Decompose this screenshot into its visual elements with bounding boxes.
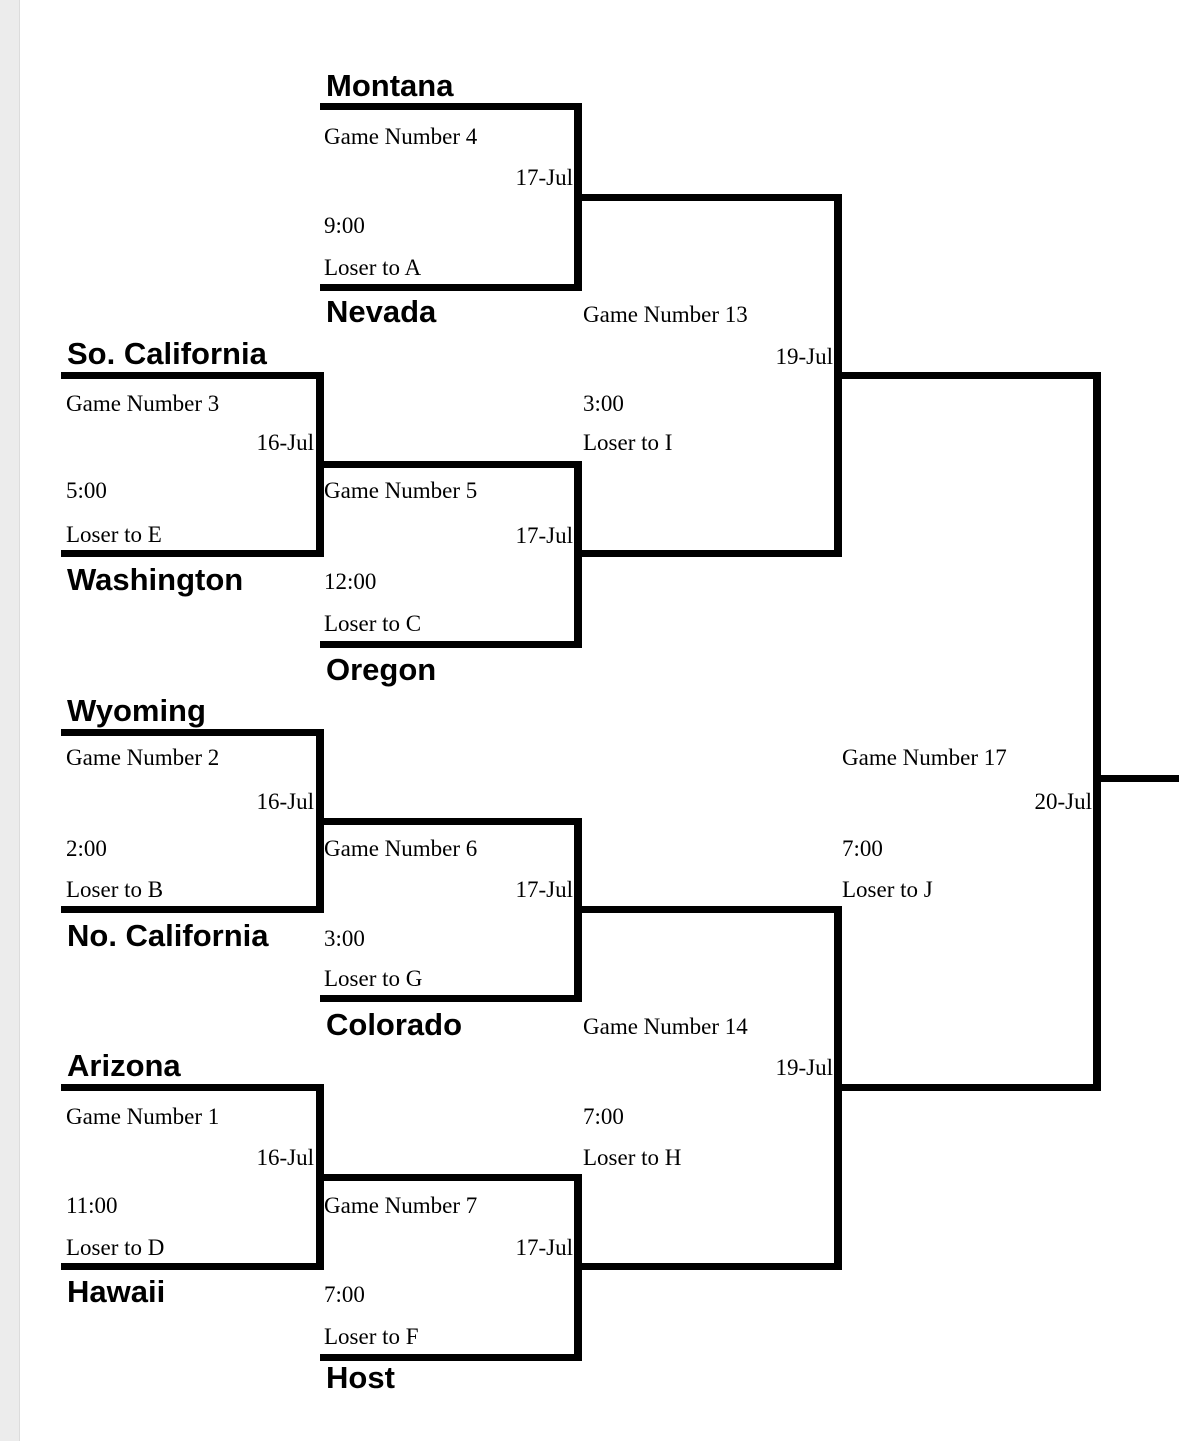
bracket-line: [580, 906, 842, 913]
game-time: 11:00: [66, 1193, 118, 1218]
game-time: 5:00: [66, 478, 107, 503]
game-number-label: Game Number 2: [66, 745, 220, 770]
bracket-line: [61, 729, 324, 736]
bracket-line: [320, 995, 582, 1002]
game-date: 16-Jul: [256, 1145, 315, 1170]
bracket-line: [834, 194, 842, 557]
team-name-washington: Washington: [67, 562, 244, 597]
team-name-hawaii: Hawaii: [67, 1274, 166, 1309]
game-time: 12:00: [324, 569, 377, 594]
bracket-line: [320, 641, 582, 648]
bracket-line: [1093, 372, 1101, 1091]
game-date: 17-Jul: [515, 165, 574, 190]
loser-to-label: Loser to H: [583, 1145, 682, 1170]
loser-to-label: Loser to C: [324, 611, 422, 636]
bracket-line: [61, 372, 324, 379]
loser-to-label: Loser to E: [66, 522, 162, 547]
bracket-line: [834, 906, 842, 1270]
bracket-line: [574, 818, 582, 1002]
bracket-line: [574, 1174, 582, 1361]
bracket-line: [1100, 775, 1179, 782]
team-name-oregon: Oregon: [326, 652, 437, 687]
game-time: 7:00: [583, 1104, 624, 1129]
game-number-label: Game Number 1: [66, 1104, 220, 1129]
game-number-label: Game Number 7: [324, 1193, 478, 1218]
game-number-label: Game Number 6: [324, 836, 478, 861]
game-date: 20-Jul: [1034, 789, 1093, 814]
game-number-label: Game Number 14: [583, 1014, 748, 1039]
bracket-line: [320, 461, 582, 468]
game-time: 9:00: [324, 213, 365, 238]
game-number-label: Game Number 3: [66, 391, 220, 416]
game-number-label: Game Number 5: [324, 478, 478, 503]
team-name-no-california: No. California: [67, 918, 269, 953]
left-edge-strip: [0, 0, 20, 1441]
team-name-nevada: Nevada: [326, 294, 437, 329]
bracket-line: [61, 1084, 324, 1091]
bracket-line: [320, 103, 582, 110]
game-date: 16-Jul: [256, 430, 315, 455]
bracket-line: [320, 284, 582, 291]
bracket-line: [320, 1174, 582, 1181]
bracket-line: [840, 1084, 1101, 1091]
bracket-line: [840, 372, 1101, 379]
game-number-label: Game Number 4: [324, 124, 478, 149]
game-number-label: Game Number 17: [842, 745, 1007, 770]
bracket-line: [580, 550, 842, 557]
bracket-line: [580, 1263, 842, 1270]
game-number-label: Game Number 13: [583, 302, 748, 327]
loser-to-label: Loser to I: [583, 430, 673, 455]
game-date: 19-Jul: [775, 344, 834, 369]
team-name-wyoming: Wyoming: [67, 693, 206, 728]
game-date: 19-Jul: [775, 1055, 834, 1080]
loser-to-label: Loser to F: [324, 1324, 419, 1349]
loser-to-label: Loser to D: [66, 1235, 165, 1260]
loser-to-label: Loser to G: [324, 966, 423, 991]
bracket-line: [574, 461, 582, 648]
loser-to-label: Loser to B: [66, 877, 164, 902]
game-time: 3:00: [324, 926, 365, 951]
bracket-line: [574, 103, 582, 291]
team-name-so-california: So. California: [67, 336, 267, 371]
team-name-colorado: Colorado: [326, 1007, 463, 1042]
bracket-page: [20, 0, 1179, 1441]
loser-to-label: Loser to A: [324, 255, 422, 280]
game-date: 16-Jul: [256, 789, 315, 814]
game-date: 17-Jul: [515, 523, 574, 548]
bracket-line: [580, 194, 842, 201]
team-name-host: Host: [326, 1360, 395, 1395]
game-date: 17-Jul: [515, 877, 574, 902]
loser-to-label: Loser to J: [842, 877, 933, 902]
team-name-arizona: Arizona: [67, 1048, 181, 1083]
bracket-line: [61, 550, 324, 557]
bracket-line: [61, 906, 324, 913]
game-time: 7:00: [842, 836, 883, 861]
game-time: 7:00: [324, 1282, 365, 1307]
bracket-line: [320, 1354, 582, 1361]
team-name-montana: Montana: [326, 68, 454, 103]
bracket-line: [320, 818, 582, 825]
game-date: 17-Jul: [515, 1235, 574, 1260]
game-time: 2:00: [66, 836, 107, 861]
bracket-line: [61, 1263, 324, 1270]
game-time: 3:00: [583, 391, 624, 416]
